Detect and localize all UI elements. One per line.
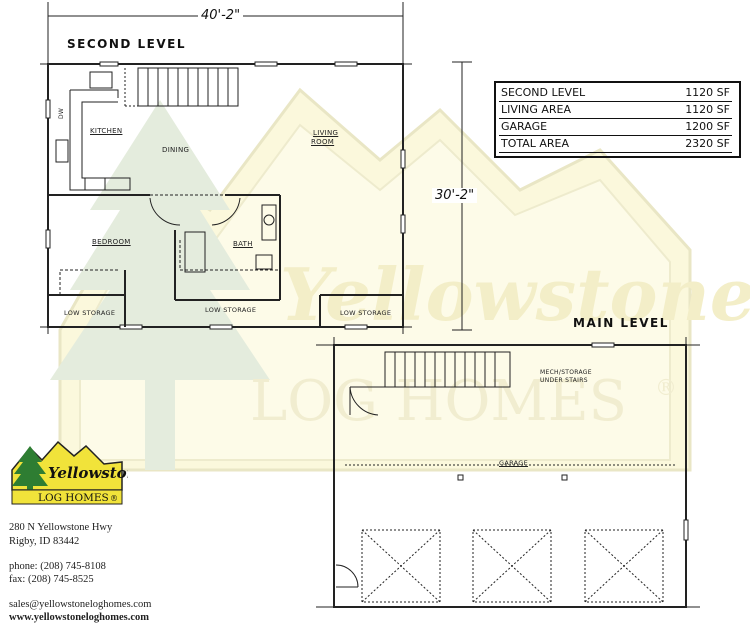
second-level-title: SECOND LEVEL bbox=[67, 37, 187, 51]
room-label-kitchen: KITCHEN bbox=[90, 127, 123, 135]
garage-posts bbox=[457, 474, 568, 481]
second-level-interior-walls bbox=[48, 194, 403, 327]
email-link[interactable]: sales@yellowstoneloghomes.com bbox=[9, 599, 152, 610]
address-line-1: 280 N Yellowstone Hwy bbox=[9, 522, 113, 533]
main-level-log-ends bbox=[316, 337, 700, 608]
area-row-value: 2320 SF bbox=[648, 135, 732, 153]
watermark-registered: ® bbox=[655, 376, 677, 401]
top-dimension: 40'-2" bbox=[198, 8, 244, 23]
area-table-frame bbox=[494, 81, 741, 158]
room-label-low-storage-right: LOW STORAGE bbox=[340, 309, 392, 317]
room-label-dining: DINING bbox=[162, 146, 190, 154]
area-row-value: 1200 SF bbox=[648, 118, 732, 136]
area-table: SECOND LEVEL 1120 SF LIVING AREA 1120 SF… bbox=[499, 85, 732, 153]
side-dimension: 30'-2" bbox=[432, 188, 478, 203]
phone[interactable]: phone: (208) 745-8108 bbox=[9, 561, 106, 572]
room-label-dw: DW bbox=[58, 107, 65, 119]
garage-bays bbox=[345, 464, 675, 603]
watermark-text-bottom: LOG HOMES bbox=[250, 369, 627, 434]
address-line-2: Rigby, ID 83442 bbox=[9, 536, 80, 547]
logo-registered: ® bbox=[110, 494, 118, 503]
fax: fax: (208) 745-8525 bbox=[9, 574, 94, 585]
area-row: SECOND LEVEL 1120 SF bbox=[499, 85, 732, 102]
bedroom-door bbox=[149, 197, 241, 226]
bath-fixtures bbox=[184, 204, 277, 273]
area-row: TOTAL AREA 2320 SF bbox=[499, 135, 732, 153]
watermark-tree bbox=[50, 100, 270, 470]
room-label-mech-2: UNDER STAIRS bbox=[540, 377, 588, 384]
area-row-label: TOTAL AREA bbox=[499, 135, 649, 153]
room-label-garage: GARAGE bbox=[499, 459, 529, 467]
kitchen-counters bbox=[55, 71, 131, 191]
second-level-log-ends bbox=[40, 56, 412, 334]
area-row-value: 1120 SF bbox=[648, 85, 732, 102]
room-label-low-storage-mid: LOW STORAGE bbox=[205, 306, 257, 314]
room-label-bath: BATH bbox=[233, 240, 253, 248]
garage-door bbox=[335, 564, 359, 588]
company-logo: Yellowstone LOG HOMES ® bbox=[11, 440, 128, 505]
main-level-stairs bbox=[349, 351, 511, 416]
area-row-label: SECOND LEVEL bbox=[499, 85, 649, 102]
area-row-value: 1120 SF bbox=[648, 101, 732, 119]
area-row-label: GARAGE bbox=[499, 118, 649, 136]
area-row-label: LIVING AREA bbox=[499, 101, 649, 119]
logo-text-top: Yellowstone bbox=[48, 464, 128, 482]
main-level-windows bbox=[591, 342, 689, 541]
area-row: LIVING AREA 1120 SF bbox=[499, 101, 732, 119]
room-label-living-1: LIVING bbox=[313, 129, 339, 137]
second-level-windows bbox=[45, 61, 406, 330]
main-level-walls bbox=[333, 344, 687, 608]
main-level-title: MAIN LEVEL bbox=[573, 316, 669, 330]
second-level-stairs bbox=[124, 67, 239, 107]
room-label-bedroom: BEDROOM bbox=[92, 238, 131, 246]
second-level-dashed-walls bbox=[59, 194, 280, 295]
website-link[interactable]: www.yellowstoneloghomes.com bbox=[9, 612, 149, 623]
area-row: GARAGE 1200 SF bbox=[499, 118, 732, 136]
logo-text-bottom: LOG HOMES bbox=[38, 492, 109, 504]
room-label-living-2: ROOM bbox=[311, 138, 335, 146]
room-label-low-storage-left: LOW STORAGE bbox=[64, 309, 116, 317]
room-label-mech-1: MECH/STORAGE bbox=[540, 369, 592, 376]
